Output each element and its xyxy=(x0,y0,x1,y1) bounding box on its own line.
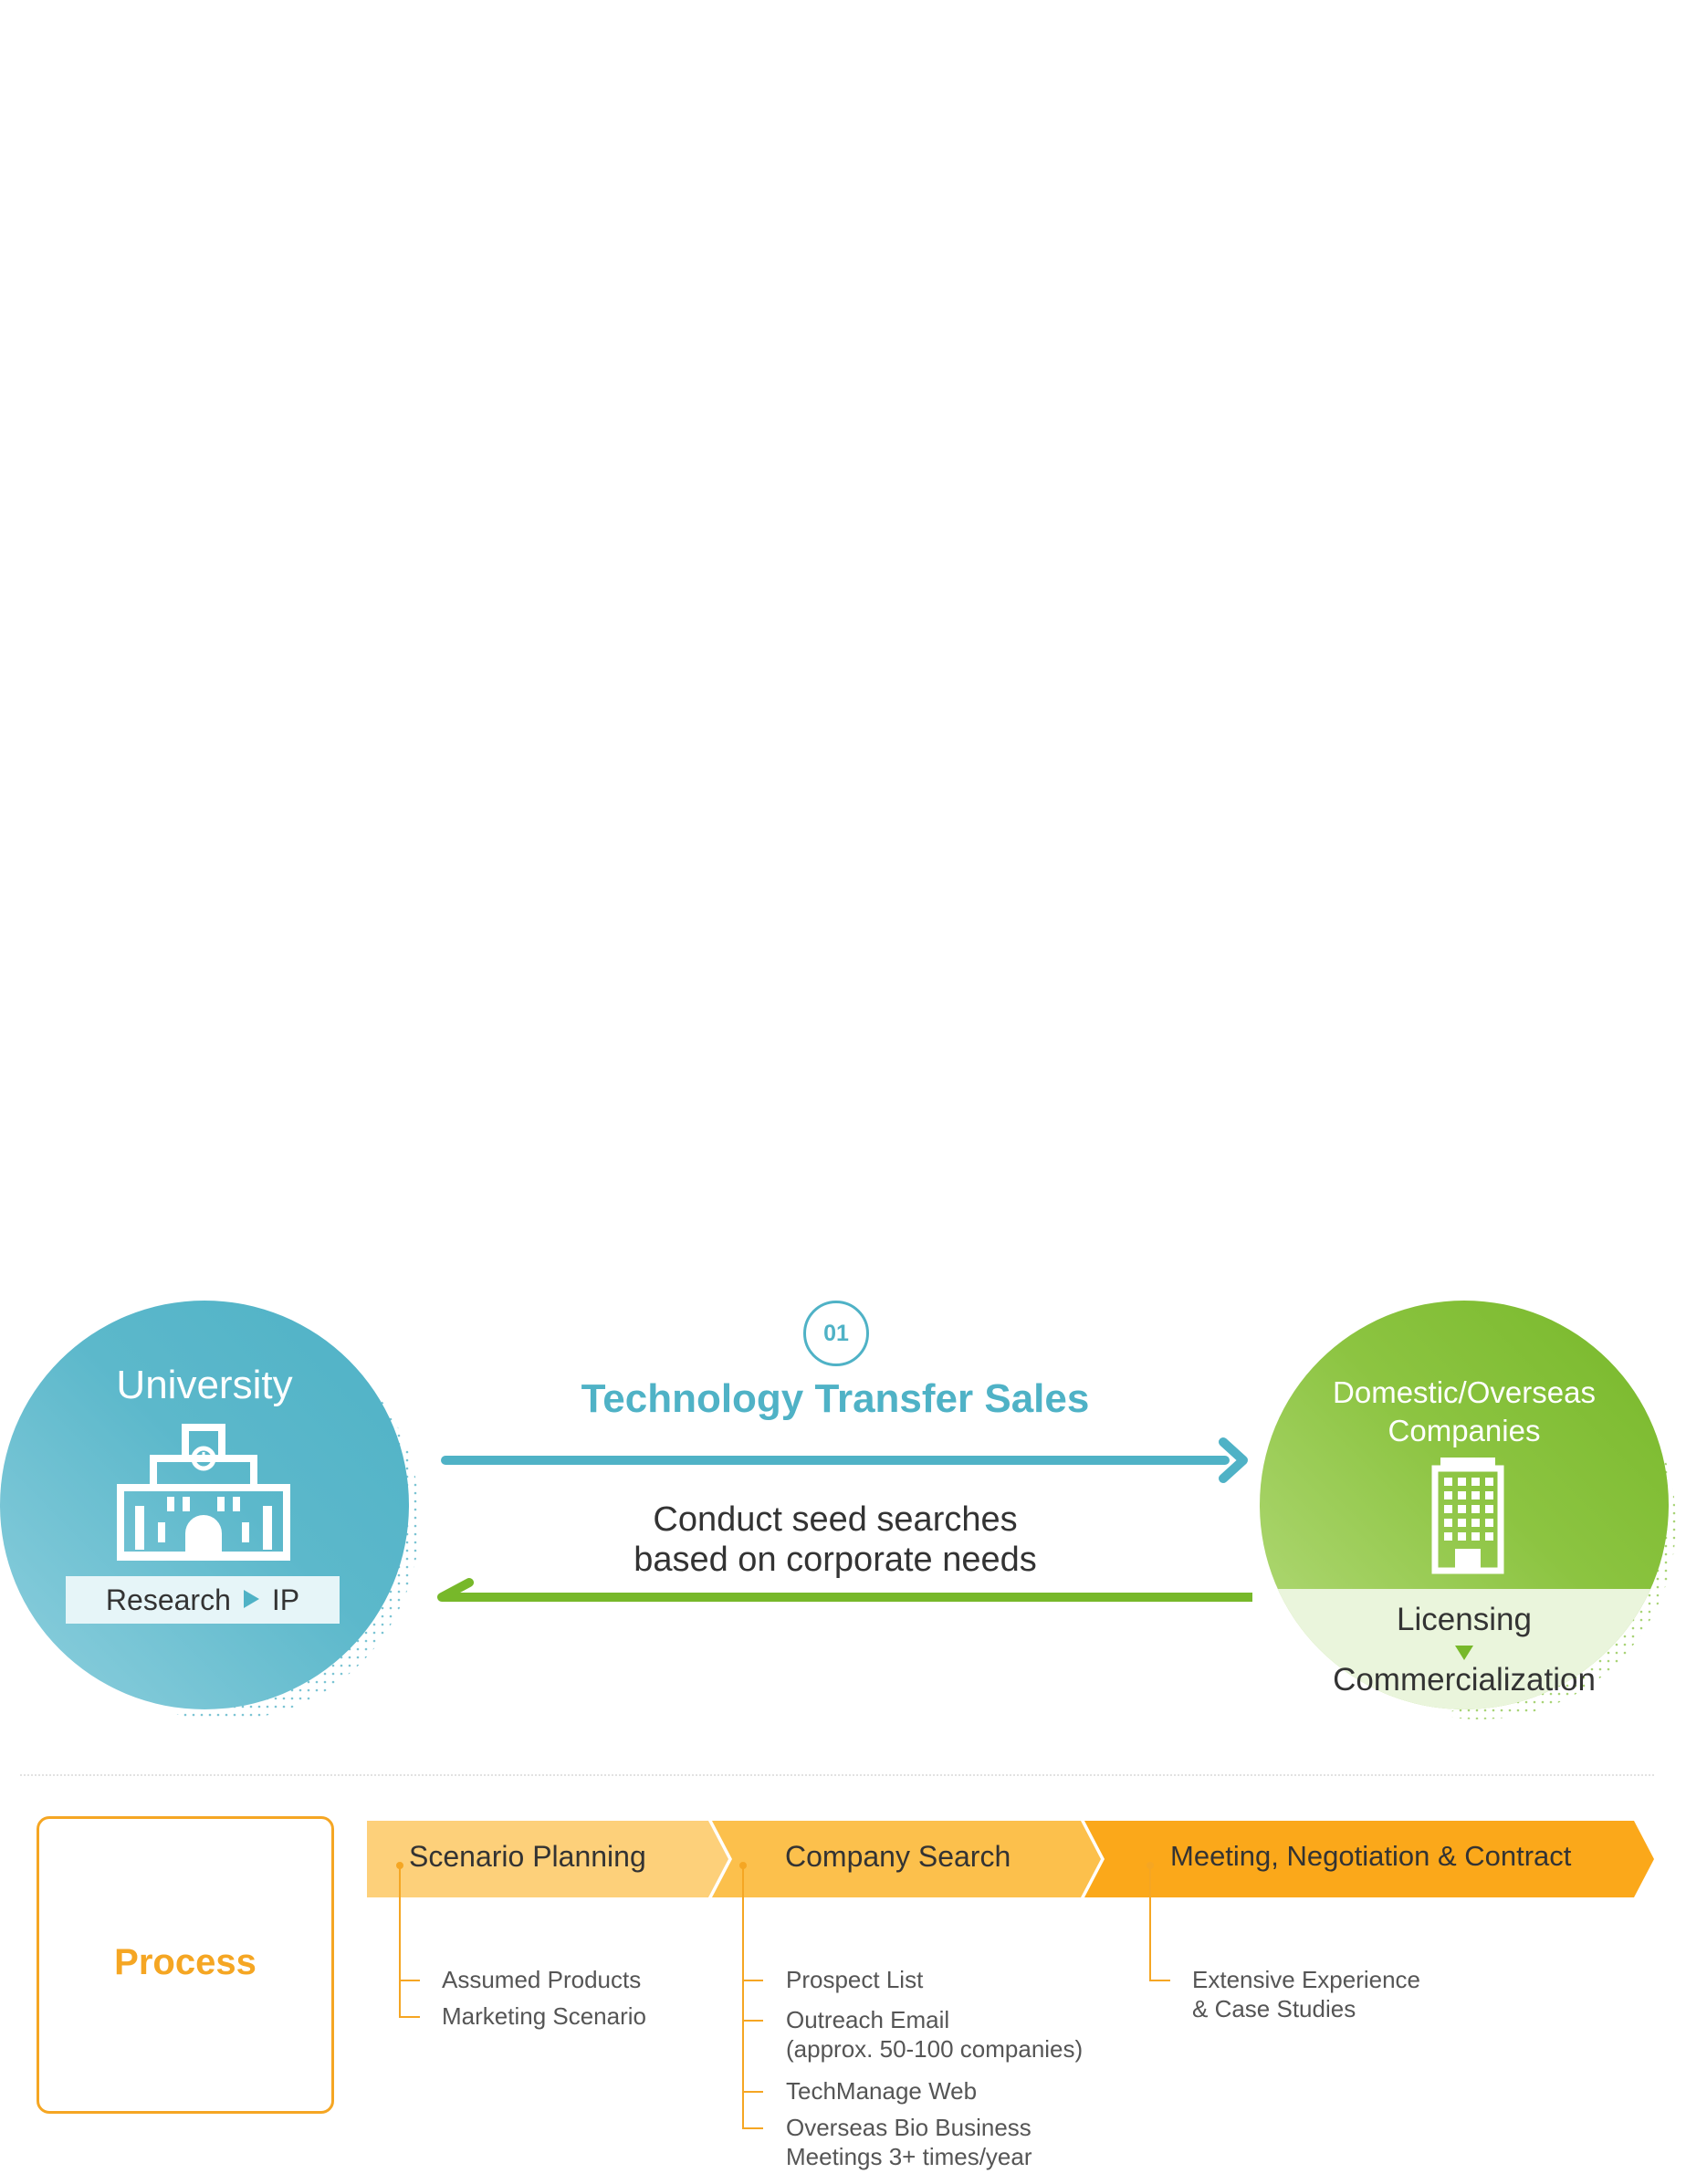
university-circle xyxy=(0,1301,409,1709)
step-meeting-negotiation-contract: Meeting, Negotiation & Contract xyxy=(1170,1840,1572,1872)
commercialization-label: Commercialization xyxy=(1333,1662,1596,1698)
university-title: University xyxy=(116,1363,293,1407)
list-item: Meetings 3+ times/year xyxy=(786,2143,1032,2170)
step1-banner xyxy=(367,1821,728,1897)
arrow-right-head xyxy=(1219,1437,1248,1483)
play-arrow-icon xyxy=(243,1590,259,1608)
step3-banner xyxy=(1084,1821,1654,1897)
companies-title-line2: Companies xyxy=(1388,1414,1541,1447)
list-item: Overseas Bio Business xyxy=(786,2114,1031,2141)
list-item: Assumed Products xyxy=(442,1966,642,1993)
list-item: (approx. 50-100 companies) xyxy=(786,2035,1084,2063)
list-item: Extensive Experience xyxy=(1192,1966,1421,1993)
process-box xyxy=(37,1816,334,2114)
companies-title-line1: Domestic/Overseas xyxy=(1333,1375,1596,1409)
list-item: & Case Studies xyxy=(1192,1995,1356,2022)
list-item: Outreach Email xyxy=(786,2006,950,2033)
list-item: Prospect List xyxy=(786,1966,924,1993)
transfer-title: Technology Transfer Sales xyxy=(581,1376,1090,1421)
seed-search-line1: Conduct seed searches xyxy=(653,1500,1018,1539)
companies-node: Domestic/Overseas Companies Licensing Co… xyxy=(1260,1301,1680,1720)
down-arrow-icon xyxy=(1455,1646,1473,1660)
step-number-badge: 01 xyxy=(803,1301,869,1366)
research-label: Research xyxy=(105,1583,231,1616)
process-steps xyxy=(367,1821,1654,1897)
university-building-icon xyxy=(117,1424,290,1561)
list-item: TechManage Web xyxy=(786,2077,978,2105)
list-item: Marketing Scenario xyxy=(442,2002,646,2030)
flow-arrows xyxy=(437,1437,1252,1602)
office-building-icon xyxy=(1431,1458,1504,1574)
step-scenario-planning: Scenario Planning xyxy=(409,1840,646,1873)
licensing-label: Licensing xyxy=(1397,1602,1532,1637)
section-divider xyxy=(20,1774,1654,1776)
ip-label: IP xyxy=(271,1583,300,1616)
process-label: Process xyxy=(114,1942,257,1982)
step2-banner xyxy=(712,1821,1101,1897)
step-company-search: Company Search xyxy=(785,1840,1011,1873)
arrow-left-head xyxy=(437,1578,474,1602)
university-node: University Research IP xyxy=(0,1301,420,1720)
process-tree-lines xyxy=(396,1862,1170,2129)
seed-search-line2: based on corporate needs xyxy=(634,1541,1037,1579)
research-ip-box: Research IP xyxy=(66,1576,340,1624)
